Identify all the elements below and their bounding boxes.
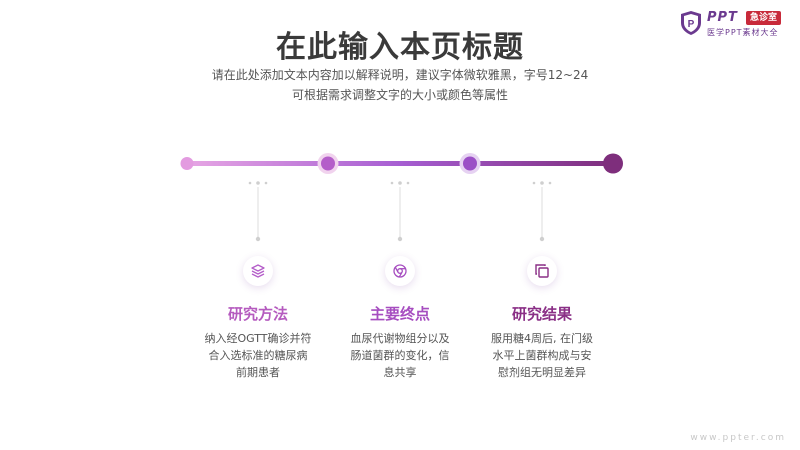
page-subtitle-line-1: 请在此处添加文本内容加以解释说明，建议字体微软雅黑，字号12~24 xyxy=(211,68,589,82)
step-heading-1: 研究方法 xyxy=(227,305,288,323)
logo-badge: 急诊室 xyxy=(746,11,782,25)
connector-3 xyxy=(532,181,552,242)
page-title: 在此输入本页标题 xyxy=(276,30,524,65)
timeline-node-1 xyxy=(317,153,339,174)
footer-url: www.ppter.com xyxy=(690,433,786,443)
shield-logo-icon: P xyxy=(681,11,701,35)
copy-icon xyxy=(527,256,557,286)
timeline-node-end xyxy=(603,153,623,174)
timeline-node-start xyxy=(180,157,194,170)
logo-shield-letter: P xyxy=(688,19,695,30)
page-subtitle-line-2: 可根据需求调整文字的大小或颜色等属性 xyxy=(291,88,508,102)
layers-icon xyxy=(243,256,273,286)
brand-logo: P PPT 急诊室 医学PPT素材大全 xyxy=(680,8,795,38)
logo-slogan: 医学PPT素材大全 xyxy=(707,28,779,37)
step-heading-3: 研究结果 xyxy=(511,305,572,323)
connector-2 xyxy=(390,181,410,242)
step-desc-2: 血尿代谢物组分以及 肠道菌群的变化，信 息共享 xyxy=(350,332,450,379)
timeline-node-2 xyxy=(459,153,481,174)
logo-brand-text: PPT xyxy=(707,10,738,25)
step-desc-1: 纳入经OGTT确诊并符 合入选标准的糖尿病 前期患者 xyxy=(204,332,312,379)
step-desc-3: 服用糖4周后, 在门级 水平上菌群构成与安 慰剂组无明显差异 xyxy=(491,332,593,379)
step-heading-2: 主要终点 xyxy=(369,305,430,323)
timeline-track xyxy=(186,161,614,166)
chrome-icon xyxy=(385,256,415,286)
connector-1 xyxy=(248,181,268,242)
